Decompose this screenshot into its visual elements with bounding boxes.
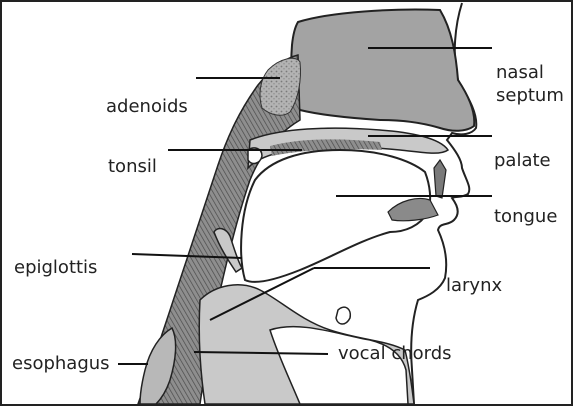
label-tonsil: tonsil — [108, 156, 157, 177]
label-vocal-chords: vocal chords — [338, 343, 452, 364]
label-adenoids: adenoids — [106, 96, 188, 117]
label-epiglottis: epiglottis — [14, 257, 97, 278]
label-nasal: nasal — [496, 62, 544, 83]
label-larynx: larynx — [446, 275, 502, 296]
label-esophagus: esophagus — [12, 353, 110, 374]
label-palate: palate — [494, 150, 551, 171]
label-septum: septum — [496, 85, 564, 106]
nasal-cavity — [291, 10, 474, 131]
upper-teeth — [434, 160, 446, 198]
label-tongue: tongue — [494, 206, 557, 227]
vocal-chord-structure — [336, 307, 350, 324]
